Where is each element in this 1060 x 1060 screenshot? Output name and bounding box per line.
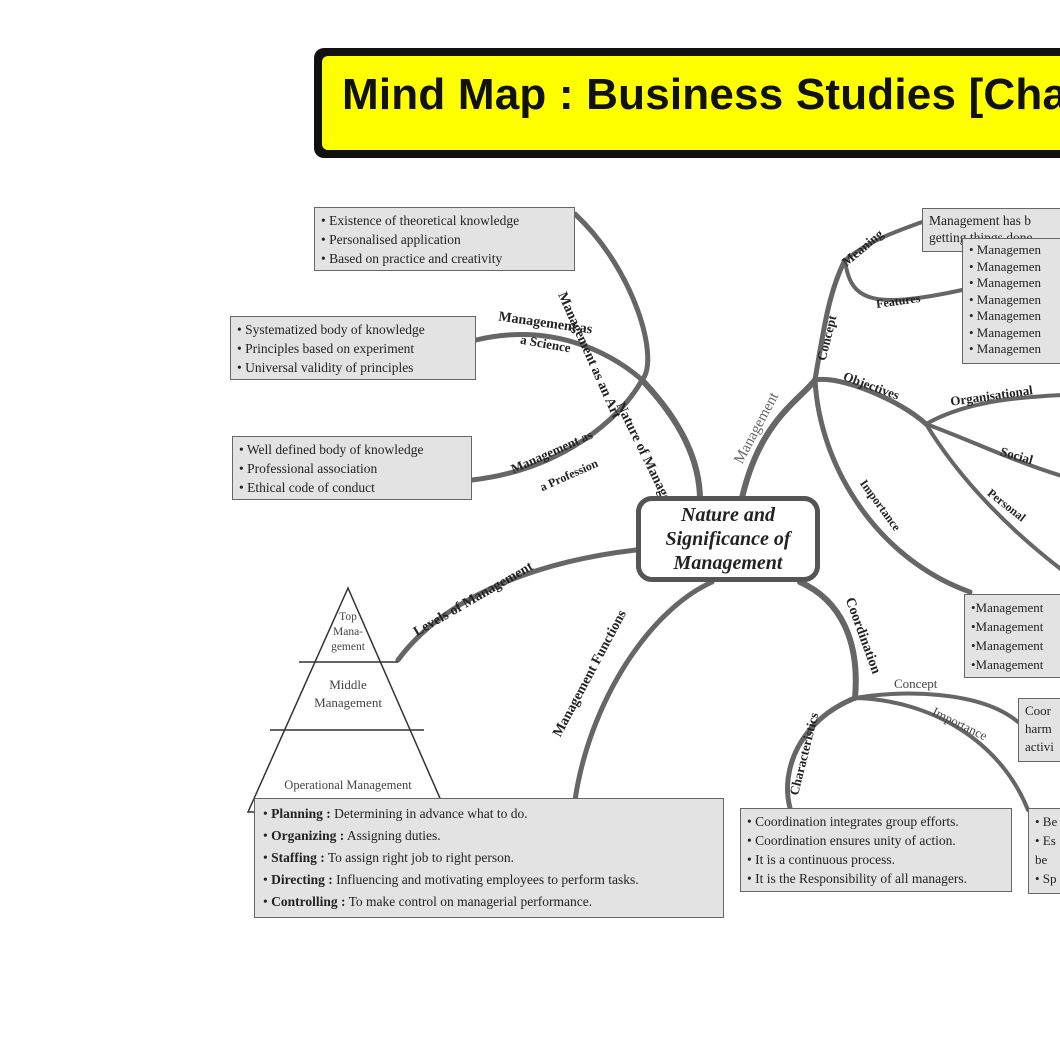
- function-item-staffing: • Staffing : To assign right job to righ…: [263, 850, 515, 865]
- art-point: • Existence of theoretical knowledge: [321, 213, 520, 228]
- social-branch: [924, 422, 1060, 478]
- function-desc: To make control on managerial performanc…: [345, 894, 593, 909]
- function-item-planning: • Planning : Determining in advance what…: [263, 806, 528, 821]
- characteristics-point: • It is a continuous process.: [747, 852, 895, 867]
- profession-point: • Ethical code of conduct: [239, 480, 375, 495]
- objectives-branch: [812, 376, 929, 427]
- function-item-controlling: • Controlling : To make control on manag…: [263, 894, 593, 909]
- features-point: • Managemen: [969, 275, 1042, 290]
- art-branch: [572, 211, 651, 383]
- coord-concept-line: harm: [1025, 721, 1052, 736]
- functions-branch: [572, 579, 715, 803]
- science-box: • Systematized body of knowledge • Princ…: [230, 316, 476, 380]
- meaning-branch: [843, 220, 924, 262]
- pyramid-top-line: Mana-: [332, 626, 363, 638]
- pyramid-middle-line: Management: [314, 695, 382, 710]
- features-point: • Managemen: [969, 258, 1042, 274]
- organisational-branch: [924, 393, 1060, 426]
- coord-importance-line: • Es: [1035, 833, 1056, 848]
- title-banner-inner: Mind Map : Business Studies [Cha: [322, 56, 1060, 150]
- meaning-line: Management has b: [929, 213, 1031, 228]
- nature-branch: [639, 377, 703, 503]
- functions-box: • Planning : Determining in advance what…: [254, 798, 724, 918]
- science-point: • Systematized body of knowledge: [237, 322, 425, 337]
- page-title: Mind Map : Business Studies [Cha: [342, 70, 1060, 119]
- coord-importance-line: be: [1035, 852, 1048, 867]
- function-desc: Influencing and motivating employees to …: [332, 872, 639, 887]
- coord-concept-box: Coor harm activi: [1018, 698, 1060, 762]
- title-banner: Mind Map : Business Studies [Cha: [314, 48, 1060, 158]
- art-point: • Personalised application: [321, 232, 461, 247]
- features-box: • Managemen • Managemen • Managemen • Ma…: [962, 238, 1060, 364]
- function-term: Staffing :: [271, 850, 325, 865]
- art-box: • Existence of theoretical knowledge • P…: [314, 207, 575, 271]
- features-point: • Managemen: [969, 242, 1042, 257]
- profession-box: • Well defined body of knowledge • Profe…: [232, 436, 472, 500]
- coord-importance-branch: [853, 696, 1030, 812]
- personal-branch: [924, 422, 1060, 571]
- characteristics-branch: [785, 695, 858, 811]
- coord-concept-line: activi: [1025, 739, 1054, 754]
- art-point: • Based on practice and creativity: [321, 251, 503, 266]
- characteristics-point: • Coordination integrates group efforts.: [747, 814, 959, 829]
- importance-point: •Management: [971, 638, 1044, 653]
- characteristics-box: • Coordination integrates group efforts.…: [740, 808, 1012, 892]
- pyramid-top-label: Top Mana- gement: [318, 610, 378, 655]
- coord-concept-line: Coor: [1025, 703, 1051, 718]
- function-desc: Determining in advance what to do.: [330, 806, 528, 821]
- function-term: Organizing :: [271, 828, 345, 843]
- features-point: • Managemen: [969, 308, 1042, 323]
- importance-box: •Management •Management •Management •Man…: [964, 594, 1060, 678]
- function-term: Directing :: [271, 872, 333, 887]
- science-point: • Universal validity of principles: [237, 360, 414, 375]
- features-point: • Managemen: [969, 341, 1042, 356]
- coord-concept-label: Concept: [894, 676, 938, 691]
- management-branch: [739, 377, 818, 501]
- central-topic: Nature and Significance of Management: [636, 496, 820, 582]
- coord-importance-box: • Be • Es be • Sp: [1028, 808, 1060, 894]
- function-item-directing: • Directing : Influencing and motivating…: [263, 872, 639, 887]
- science-point: • Principles based on experiment: [237, 341, 415, 356]
- pyramid-middle-line: Middle: [329, 677, 367, 692]
- function-desc: To assign right job to right person.: [324, 850, 515, 865]
- importance-point: •Management: [971, 657, 1044, 672]
- characteristics-point: • Coordination ensures unity of action.: [747, 833, 956, 848]
- science-branch: [473, 332, 645, 383]
- importance-point: •Management: [971, 619, 1044, 634]
- coord-importance-line: • Be: [1035, 814, 1058, 829]
- concept-branch: [812, 257, 848, 383]
- profession-point: • Well defined body of knowledge: [239, 442, 424, 457]
- pyramid-top-line: Top: [339, 611, 357, 623]
- features-point: • Managemen: [969, 291, 1042, 307]
- profession-branch: [469, 377, 645, 483]
- function-desc: Assigning duties.: [344, 828, 441, 843]
- features-point: • Managemen: [969, 324, 1042, 340]
- pyramid-operational-label: Operational Management: [284, 778, 412, 792]
- levels-branch: [395, 547, 639, 663]
- pyramid-middle-label: Middle Management: [288, 676, 408, 712]
- coordination-branch: [797, 579, 859, 701]
- central-topic-label: Nature and Significance of Management: [665, 504, 791, 574]
- importance-point: •Management: [971, 600, 1044, 615]
- pyramid-top-line: gement: [331, 641, 365, 653]
- profession-point: • Professional association: [239, 461, 378, 476]
- coord-importance-line: • Sp: [1035, 871, 1057, 886]
- function-term: Planning :: [271, 806, 331, 821]
- characteristics-point: • It is the Responsibility of all manage…: [747, 871, 967, 886]
- importance-branch: [812, 377, 973, 595]
- function-term: Controlling :: [271, 894, 346, 909]
- function-item-organizing: • Organizing : Assigning duties.: [263, 828, 441, 843]
- coord-concept-branch: [853, 691, 1020, 724]
- features-branch: [843, 258, 964, 302]
